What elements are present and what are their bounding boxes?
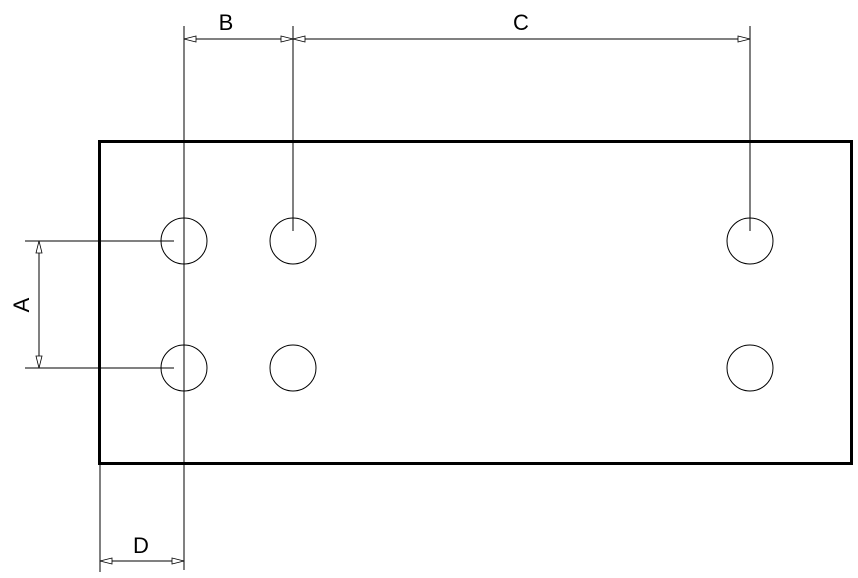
arrowhead-c-right <box>737 35 751 43</box>
hole-bottom-right <box>726 344 774 392</box>
dimension-a: A <box>9 240 43 369</box>
dimension-d: D <box>99 533 185 565</box>
plate-outline <box>98 140 853 465</box>
dimension-b: B <box>183 10 294 43</box>
arrowhead-b-left <box>183 35 197 43</box>
arrowhead-d-left <box>99 557 113 565</box>
dimension-c: C <box>292 10 751 43</box>
extension-lines <box>25 26 751 572</box>
arrowhead-a-top <box>35 240 43 254</box>
arrowhead-d-right <box>171 557 185 565</box>
dimension-label-b: B <box>219 10 234 35</box>
holes <box>160 217 774 392</box>
dimension-label-a: A <box>9 297 34 312</box>
arrowhead-a-bottom <box>35 355 43 369</box>
hole-bottom-middle <box>269 344 317 392</box>
dimension-label-d: D <box>133 533 149 558</box>
dimension-label-c: C <box>513 10 529 35</box>
arrowhead-b-right <box>280 35 294 43</box>
arrowhead-c-left <box>292 35 306 43</box>
